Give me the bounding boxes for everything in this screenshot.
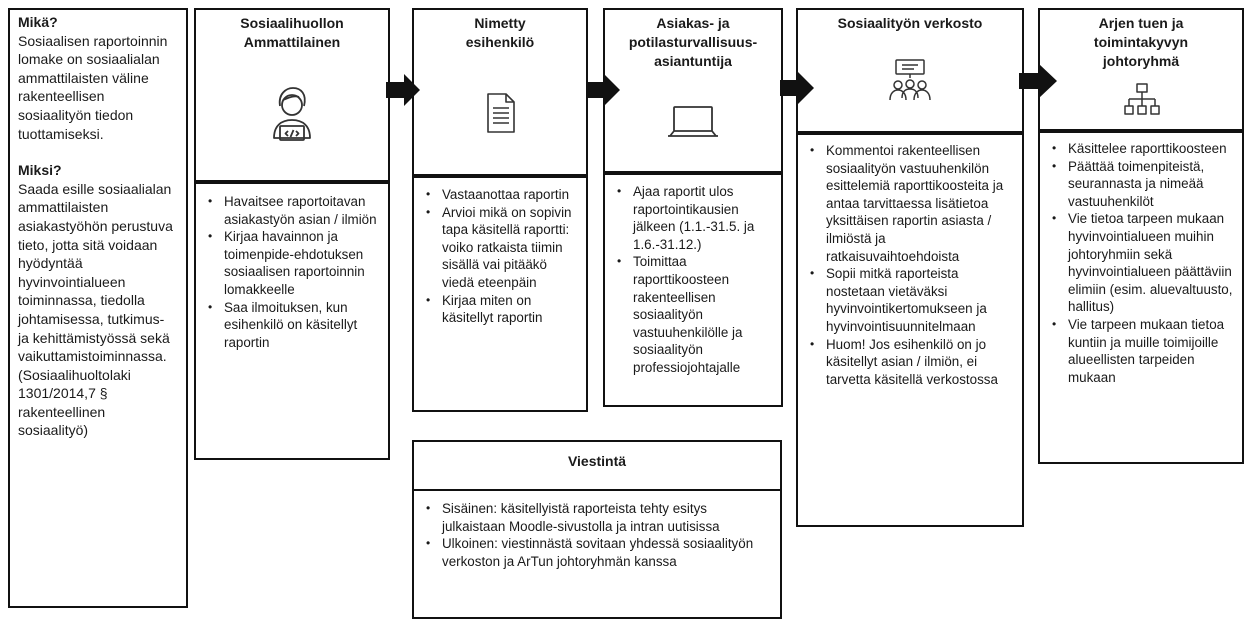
step-3-body-box: Ajaa raportit ulos raportointikausien jä… (603, 173, 783, 407)
what-answer: Sosiaalisen raportoinnin lomake on sosia… (18, 32, 168, 142)
list-item: Kirjaa havainnon ja toimenpide-ehdotukse… (202, 228, 380, 298)
why-question: Miksi? (18, 162, 62, 179)
person-laptop-icon (273, 87, 311, 141)
step-1-title: Sosiaalihuollon Ammattilainen (240, 15, 344, 50)
list-item: Ulkoinen: viestinnästä sovitaan yhdessä … (420, 535, 770, 570)
arrow-right-icon (386, 74, 420, 106)
step-4-title: Sosiaalityön verkosto (837, 15, 983, 31)
step-2-header-box (412, 8, 588, 176)
list-item: Kommentoi rakenteellisen sosiaalityön va… (804, 142, 1014, 265)
laptop-icon (668, 106, 718, 137)
step-4-body-box: Kommentoi rakenteellisen sosiaalityön va… (796, 133, 1024, 527)
step-2-body-box: Vastaanottaa raportin Arvioi mikä on sop… (412, 176, 588, 412)
list-item: Huom! Jos esihenkilö on jo käsitellyt as… (804, 336, 1014, 389)
step-5-list: Käsittelee raporttikoosteen Päättää toim… (1046, 140, 1234, 386)
step-1-body-box: Havaitsee raportoitavan asiakastyön asia… (194, 182, 390, 460)
list-item: Vie tietoa tarpeen mukaan hyvinvointialu… (1046, 210, 1234, 316)
step-3-list: Ajaa raportit ulos raportointikausien jä… (611, 183, 773, 377)
list-item: Ajaa raportit ulos raportointikausien jä… (611, 183, 773, 253)
list-item: Vie tarpeen mukaan tietoa kuntiin ja mui… (1046, 316, 1234, 386)
step-4-header-box (796, 8, 1024, 133)
list-item: Toimittaa raporttikoosteen rakenteellise… (611, 253, 773, 376)
list-item: Sopii mitkä raporteista nostetaan vietäv… (804, 265, 1014, 335)
comms-list: Sisäinen: käsitellyistä raporteista teht… (420, 500, 770, 570)
what-question: Mikä? (18, 14, 58, 30)
step-5-body-box: Käsittelee raporttikoosteen Päättää toim… (1038, 131, 1244, 464)
list-item: Vastaanottaa raportin (420, 186, 578, 204)
list-item: Saa ilmoituksen, kun esihenkilö on käsit… (202, 299, 380, 352)
intro-box: Mikä? Sosiaalisen raportoinnin lomake on… (8, 8, 188, 608)
step-4-list: Kommentoi rakenteellisen sosiaalityön va… (804, 142, 1014, 388)
step-1-list: Havaitsee raportoitavan asiakastyön asia… (202, 193, 380, 351)
intro-text: Mikä? Sosiaalisen raportoinnin lomake on… (18, 13, 178, 440)
arrow-right-icon (780, 72, 814, 104)
why-answer: Saada esille sosiaalialan ammattilaisten… (18, 180, 173, 439)
step-5-title: Arjen tuen ja toimintakyvyn johtoryhmä (1093, 15, 1189, 69)
org-chart-icon (1124, 83, 1160, 115)
step-2-title: Nimetty esihenkilö (465, 15, 535, 50)
arrow-right-icon (586, 74, 620, 106)
list-item: Käsittelee raporttikoosteen (1046, 140, 1234, 158)
arrow-right-icon (1019, 64, 1057, 98)
step-2-list: Vastaanottaa raportin Arvioi mikä on sop… (420, 186, 578, 327)
list-item: Havaitsee raportoitavan asiakastyön asia… (202, 193, 380, 228)
list-item: Kirjaa miten on käsitellyt raportin (420, 292, 578, 327)
list-item: Arvioi mikä on sopivin tapa käsitellä ra… (420, 204, 578, 292)
comms-header-box (412, 440, 782, 491)
group-presentation-icon (889, 59, 931, 101)
list-item: Sisäinen: käsitellyistä raporteista teht… (420, 500, 770, 535)
comms-body-box: Sisäinen: käsitellyistä raporteista teht… (412, 489, 782, 619)
document-icon (487, 93, 515, 133)
step-3-title: Asiakas- ja potilasturvallisuus- asiantu… (628, 15, 758, 69)
list-item: Päättää toimenpiteistä, seurannasta ja n… (1046, 158, 1234, 211)
comms-title: Viestintä (567, 453, 627, 469)
